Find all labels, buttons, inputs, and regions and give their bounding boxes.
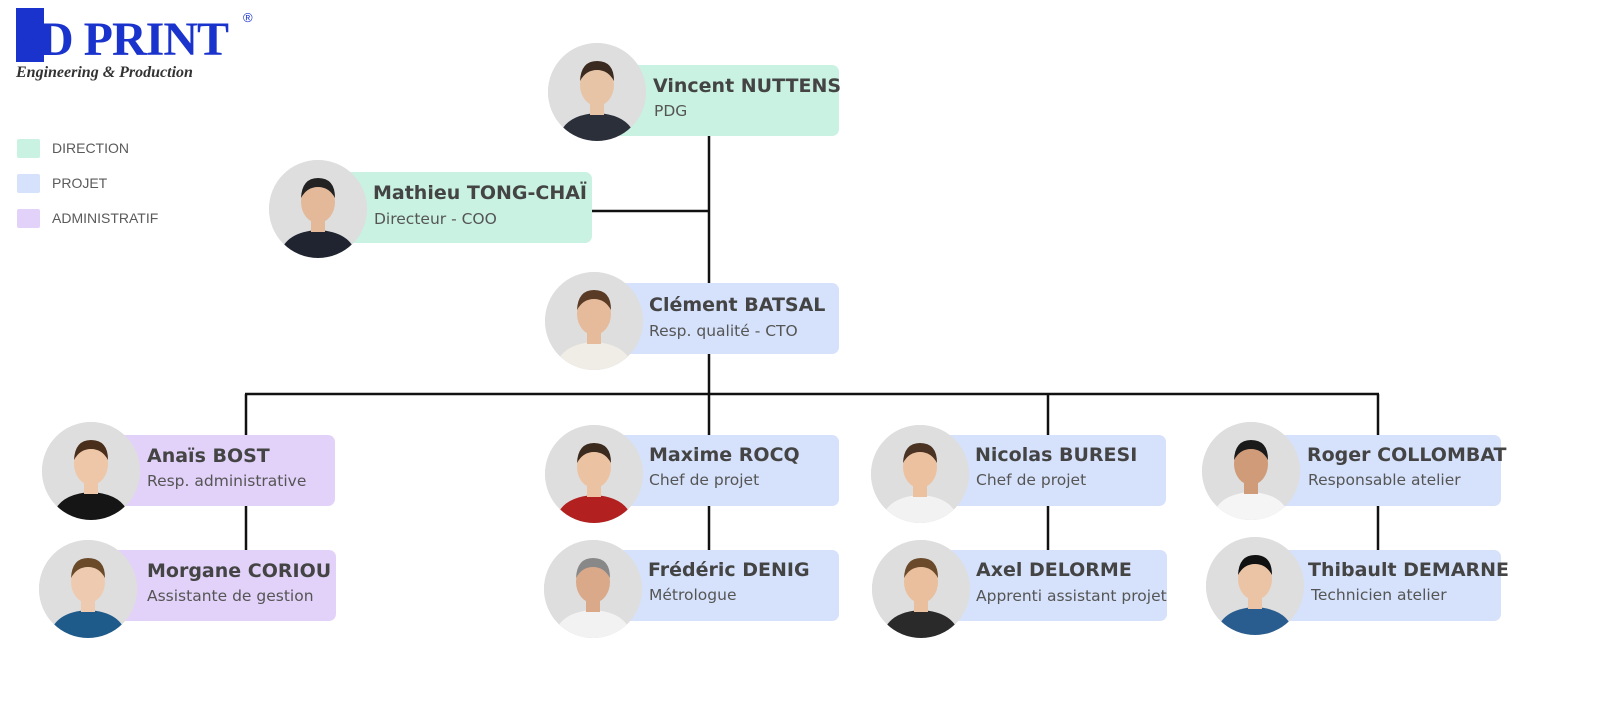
portrait-silhouette xyxy=(872,540,970,638)
person-role: Métrologue xyxy=(649,586,737,604)
person-role: Assistante de gestion xyxy=(147,587,314,605)
person-name: Axel DELORME xyxy=(976,559,1132,581)
person-role: Responsable atelier xyxy=(1308,471,1461,489)
legend-swatch-administratif xyxy=(17,209,40,228)
person-role: Chef de projet xyxy=(649,471,760,489)
person-card-demarne: Thibault DEMARNE Technicien atelier xyxy=(1206,537,1509,637)
portrait-silhouette xyxy=(544,540,642,638)
avatar xyxy=(269,160,367,258)
avatar xyxy=(42,422,140,520)
logo-tagline: Engineering & Production xyxy=(16,64,193,81)
person-name: Frédéric DENIG xyxy=(648,559,810,581)
person-card-collombat: Roger COLLOMBAT Responsable atelier xyxy=(1202,422,1507,522)
portrait-silhouette xyxy=(39,540,137,638)
avatar xyxy=(548,43,646,141)
person-card-buresi: Nicolas BURESI Chef de projet xyxy=(871,425,1167,525)
portrait-silhouette xyxy=(545,272,643,370)
person-role: Resp. qualité - CTO xyxy=(649,322,798,340)
company-logo: 3D PRINT ® Engineering & Production xyxy=(16,8,266,88)
person-card-delorme: Axel DELORME Apprenti assistant projet xyxy=(872,540,1168,640)
portrait-silhouette xyxy=(1202,422,1300,520)
logo-block xyxy=(16,8,44,62)
legend-label-administratif: ADMINISTRATIF xyxy=(52,210,159,226)
person-name: Morgane CORIOU xyxy=(147,560,332,582)
person-name: Anaïs BOST xyxy=(147,445,270,467)
person-card-bost: Anaïs BOST Resp. administrative xyxy=(42,422,336,522)
person-card-coriou: Morgane CORIOU Assistante de gestion xyxy=(39,540,337,640)
portrait-silhouette xyxy=(548,43,646,141)
person-name: Mathieu TONG-CHAÏ xyxy=(373,182,587,204)
person-role: Directeur - COO xyxy=(374,210,497,228)
person-role: Technicien atelier xyxy=(1311,586,1447,604)
portrait-silhouette xyxy=(1206,537,1304,635)
logo-brand: 3D PRINT xyxy=(16,13,229,66)
portrait-silhouette xyxy=(269,160,367,258)
legend-label-direction: DIRECTION xyxy=(52,140,129,156)
legend-label-projet: PROJET xyxy=(52,175,108,191)
legend-swatch-projet xyxy=(17,174,40,193)
portrait-silhouette xyxy=(42,422,140,520)
portrait-silhouette xyxy=(871,425,969,523)
person-role: Resp. administrative xyxy=(147,472,307,490)
avatar xyxy=(545,272,643,370)
person-card-batsal: Clément BATSAL Resp. qualité - CTO xyxy=(545,272,840,372)
legend-swatch-direction xyxy=(17,139,40,158)
logo-registered-mark: ® xyxy=(243,10,253,25)
avatar xyxy=(545,425,643,523)
person-role: Chef de projet xyxy=(976,471,1087,489)
person-role: Apprenti assistant projet xyxy=(976,587,1167,605)
person-card-nuttens: Vincent NUTTENS PDG xyxy=(548,43,842,143)
person-name: Thibault DEMARNE xyxy=(1308,559,1510,581)
avatar xyxy=(544,540,642,638)
avatar xyxy=(1202,422,1300,520)
avatar xyxy=(39,540,137,638)
person-card-rocq: Maxime ROCQ Chef de projet xyxy=(545,425,840,525)
person-name: Clément BATSAL xyxy=(649,294,826,316)
person-card-denig: Frédéric DENIG Métrologue xyxy=(544,540,840,640)
avatar xyxy=(871,425,969,523)
person-name: Roger COLLOMBAT xyxy=(1307,444,1507,466)
person-name: Maxime ROCQ xyxy=(649,444,800,466)
avatar xyxy=(872,540,970,638)
portrait-silhouette xyxy=(545,425,643,523)
person-name: Nicolas BURESI xyxy=(975,444,1138,466)
person-card-tongchai: Mathieu TONG-CHAÏ Directeur - COO xyxy=(269,160,593,260)
person-role: PDG xyxy=(654,102,688,120)
avatar xyxy=(1206,537,1304,635)
person-name: Vincent NUTTENS xyxy=(653,75,842,97)
